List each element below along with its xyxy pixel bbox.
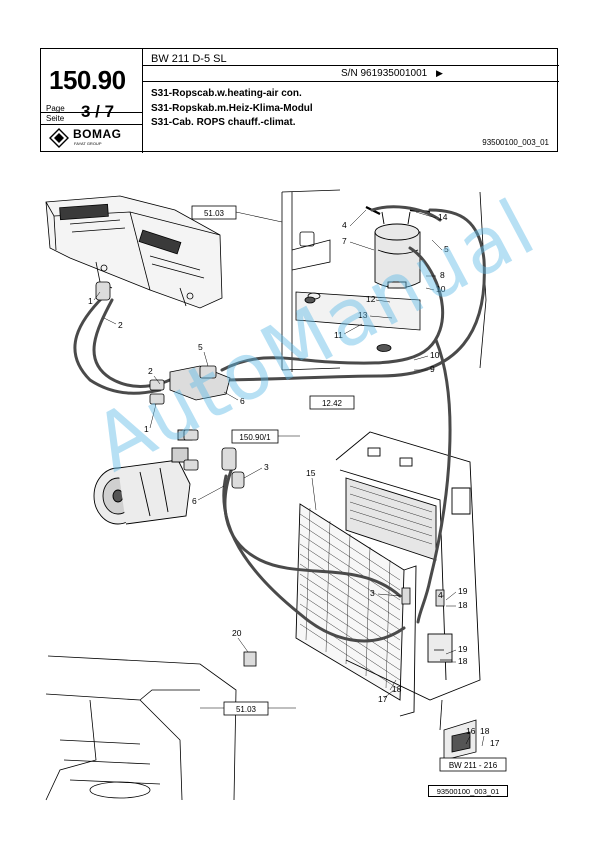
reference-texts: 51.03 12.42 150.90/1 51.03 BW 211 - 216 [204,209,498,770]
callout-3: 3 [370,588,375,598]
callout-13: 13 [358,310,368,320]
callout-5: 5 [444,244,449,254]
page-label: Page Seite [46,104,65,124]
page-label-de: Seite [46,114,65,123]
receiver-drier [365,206,431,289]
callout-19: 19 [458,586,468,596]
callout-20: 20 [232,628,242,638]
assembly-description: S31-Ropscab.w.heating-air con. S31-Ropsk… [151,87,313,131]
callout-16: 16 [466,726,476,736]
bomag-emblem-icon [49,128,69,148]
callout-10: 10 [430,350,440,360]
callout-12: 12 [366,294,376,304]
cab-frame [45,655,237,801]
page-label-en: Page [46,104,65,113]
ref-text-51-03-upper: 51.03 [204,209,225,218]
ref-box-51-03-upper[interactable] [191,205,237,220]
callout-18: 18 [480,726,490,736]
machine-model: BW 211 D-5 SL [151,53,227,65]
page-number: 150.90 [49,65,126,95]
bomag-logo: BOMAG FAYAT GROUP [47,127,131,149]
brand-subtitle: FAYAT GROUP [74,141,102,146]
callout-leaders [93,209,485,747]
brand-name: BOMAG [73,127,122,141]
cab-pillar-assembly [281,189,487,372]
callout-18: 18 [392,684,402,694]
callout-5: 5 [198,342,203,352]
callout-18: 18 [458,656,468,666]
callout-4: 4 [342,220,347,230]
callouts: 1 2 2 1 5 6 4 7 14 5 8 10 12 13 11 10 9 … [88,212,500,748]
detail-inset [439,699,477,761]
description-de: S31-Ropskab.m.Heiz-Klima-Modul [151,102,313,114]
title-block: 150.90 Page Seite 3 / 7 BOMAG FAYAT GROU… [40,48,559,153]
serial-number: S/N 961935001001 ▶ [341,68,443,79]
callout-1: 1 [88,296,93,306]
callout-6: 6 [192,496,197,506]
callout-6: 6 [240,396,245,406]
heater-ac-unit [45,195,223,309]
drawing-reference: 93500100_003_01 [428,785,508,797]
callout-19: 19 [458,644,468,654]
callout-2: 2 [118,320,123,330]
description-en: S31-Ropscab.w.heating-air con. [151,88,302,99]
callout-2: 2 [148,366,153,376]
serial-text: S/N 961935001001 [341,68,428,79]
callout-15: 15 [306,468,316,478]
ref-text-51-03-lower: 51.03 [236,705,257,714]
refrigerant-hoses [73,205,486,643]
ref-text-150-90-1: 150.90/1 [239,433,271,442]
condenser [295,503,417,717]
callout-17: 17 [490,738,500,748]
sheet-number: 3 / 7 [81,102,115,121]
callout-11: 11 [334,330,343,340]
callout-4: 4 [438,590,443,600]
ref-box-12-42[interactable] [309,395,355,410]
reference-boxes [191,205,507,772]
detail-label-box [439,757,507,772]
callout-8: 8 [440,270,445,280]
ref-text-12-42: 12.42 [322,399,343,408]
document-number: 93500100_003_01 [482,138,549,147]
callout-14: 14 [438,212,448,222]
hose-fittings [95,281,452,667]
description-fr: S31-Cab. ROPS chauff.-climat. [151,117,296,128]
ac-compressor [93,429,193,525]
callout-7: 7 [342,236,347,246]
callout-3: 3 [264,462,269,472]
reference-leaders [200,211,300,709]
detail-label: BW 211 - 216 [449,761,498,770]
callout-18: 18 [458,600,468,610]
ref-box-150-90-1[interactable] [231,429,279,444]
ref-box-51-03-lower[interactable] [223,701,269,716]
callout-10: 10 [436,284,446,294]
callout-1: 1 [144,424,149,434]
callout-9: 9 [430,364,435,374]
next-arrow-icon[interactable]: ▶ [435,68,443,78]
callout-17: 17 [378,694,388,704]
